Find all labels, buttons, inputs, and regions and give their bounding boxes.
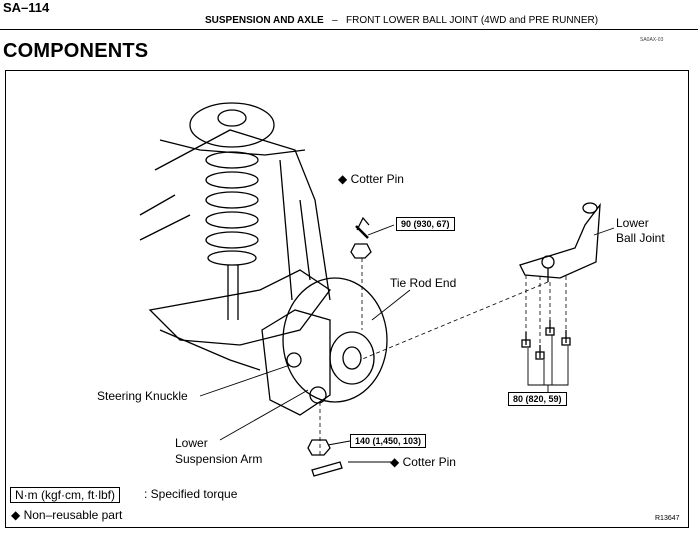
header-subtitle: FRONT LOWER BALL JOINT (4WD and PRE RUNN… — [345, 15, 599, 26]
tie-rod-end-label: Tie Rod End — [390, 276, 457, 290]
page-number: SA–114 — [3, 0, 50, 15]
frame-lines — [139, 194, 191, 241]
nonreusable-legend: ◆ Non–reusable part — [11, 508, 123, 522]
leader-lines — [199, 224, 615, 463]
knuckle-body — [261, 309, 331, 416]
section-title: COMPONENTS — [3, 40, 149, 62]
torque-unit-box: N·m (kgf·cm, ft·lbf) — [10, 487, 120, 503]
coil-spring — [205, 151, 259, 266]
lower-ball-joint-label-line1: Lower — [616, 216, 649, 230]
brake-disc — [282, 277, 388, 403]
upper-frame-outline — [154, 129, 331, 301]
ball-joint-nut-torque-box: 140 (1,450, 103) — [350, 434, 427, 448]
ball-joint-nut — [307, 439, 331, 456]
upper-mount — [189, 102, 275, 148]
lower-arm-label-line2: Suspension Arm — [175, 452, 263, 466]
header-separator: – — [332, 15, 338, 26]
cotter-pin-top-label: ◆ Cotter Pin — [338, 172, 404, 186]
header-section: SUSPENSION AND AXLE — [205, 15, 324, 26]
shock-absorber — [227, 265, 239, 320]
lower-arm-body — [148, 269, 331, 346]
header-rule — [0, 29, 698, 30]
drive-shaft-line — [279, 159, 311, 301]
hub — [329, 331, 375, 385]
lower-arm-rail — [159, 329, 261, 371]
cotter-pin-top — [356, 216, 370, 231]
lower-ball-joint-body — [519, 202, 601, 279]
ball-joint-bolt-torque-box: 80 (820, 59) — [508, 392, 567, 406]
torque-unit-description: : Specified torque — [144, 487, 238, 501]
cotter-pin-bottom — [311, 461, 343, 477]
alignment-lines — [319, 258, 567, 455]
diagram-frame — [5, 70, 689, 528]
steering-knuckle-label: Steering Knuckle — [97, 389, 188, 403]
ball-joint-bolts — [525, 320, 567, 358]
header-title: SUSPENSION AND AXLE – FRONT LOWER BALL J… — [205, 15, 598, 26]
tie-rod-torque-box: 90 (930, 67) — [396, 217, 455, 231]
document-code: SA0AX-03 — [640, 37, 664, 43]
cotter-pin-bottom-label: ◆ Cotter Pin — [390, 455, 456, 469]
tie-rod-nut — [350, 243, 372, 259]
lower-arm-label-line1: Lower — [175, 436, 208, 450]
lower-ball-joint-label-line2: Ball Joint — [616, 231, 665, 245]
figure-reference: R13647 — [655, 515, 680, 522]
